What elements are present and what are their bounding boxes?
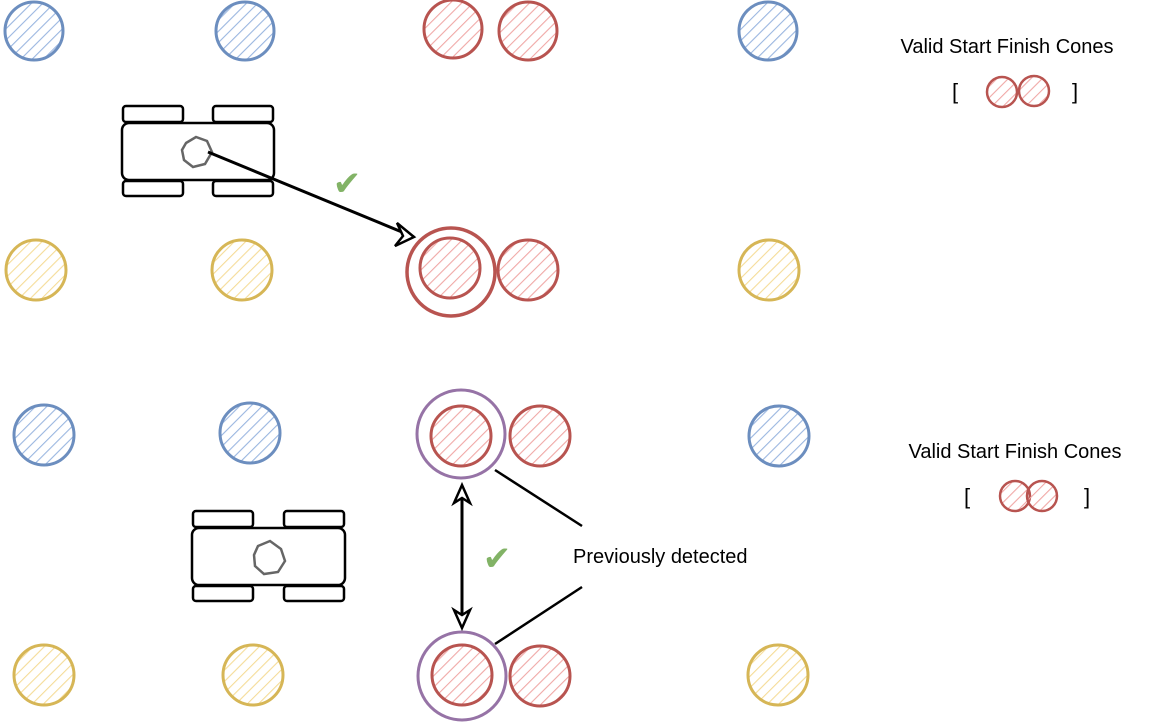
car-wheel — [191, 509, 255, 529]
yellow-cone — [737, 238, 801, 302]
car-wheel — [121, 179, 185, 198]
red-cone — [508, 404, 572, 468]
red-cone — [418, 236, 482, 300]
car-body — [120, 121, 276, 182]
blue-cone — [218, 401, 282, 465]
target-highlight-ring — [405, 226, 497, 318]
sensor-icon — [252, 539, 287, 576]
blue-cone — [214, 0, 276, 62]
distance-double-arrow — [451, 481, 473, 632]
blue-cone — [12, 403, 76, 467]
legend-bracket-open: [ — [964, 484, 970, 509]
yellow-cone — [12, 643, 76, 707]
red-cone — [508, 644, 572, 708]
legend-bracket-open: [ — [952, 79, 958, 104]
yellow-cone — [4, 238, 68, 302]
car-wheel — [211, 179, 275, 198]
car-wheel — [211, 104, 275, 124]
car-wheel — [121, 104, 185, 124]
blue-cone — [737, 0, 799, 62]
yellow-cone — [221, 643, 285, 707]
bottom-valid-cones-legend: Valid Start Finish Cones [ ] — [908, 441, 1122, 513]
bottom-car — [190, 509, 347, 603]
bottom-second-row-cones — [12, 630, 810, 722]
blue-cone — [3, 0, 65, 62]
yellow-cone — [746, 643, 810, 707]
red-cone — [430, 643, 494, 707]
previously-detected-ring — [416, 630, 508, 722]
sensor-icon — [180, 135, 214, 169]
yellow-cone — [210, 238, 274, 302]
top-second-row-cones — [4, 226, 801, 318]
previously-detected-label: Previously detected — [573, 546, 748, 568]
red-cone — [422, 0, 484, 60]
top-valid-cones-legend: Valid Start Finish Cones [ ] — [900, 36, 1114, 109]
legend-title: Valid Start Finish Cones — [908, 441, 1121, 463]
bottom-first-row-cones — [12, 388, 811, 480]
red-cone — [429, 404, 493, 468]
car-body — [190, 526, 347, 587]
detection-arrow — [207, 150, 417, 248]
car-wheel — [191, 584, 255, 603]
car-wheel — [282, 584, 346, 603]
legend-bracket-close: ] — [1084, 484, 1090, 509]
check-icon: ✔ — [483, 539, 512, 579]
previously-detected-ring — [415, 388, 507, 480]
blue-cone — [747, 404, 811, 468]
legend-bracket-close: ] — [1072, 79, 1078, 104]
top-car — [120, 104, 276, 198]
red-cone — [497, 0, 559, 62]
red-cone-pair-icon — [985, 74, 1051, 109]
annotation-callout-lines — [494, 468, 583, 646]
car-wheel — [282, 509, 346, 529]
top-row-cones — [3, 0, 799, 62]
red-cone — [496, 238, 560, 302]
legend-title: Valid Start Finish Cones — [900, 36, 1113, 58]
red-cone-pair-icon — [998, 479, 1059, 513]
check-icon: ✔ — [333, 164, 362, 204]
